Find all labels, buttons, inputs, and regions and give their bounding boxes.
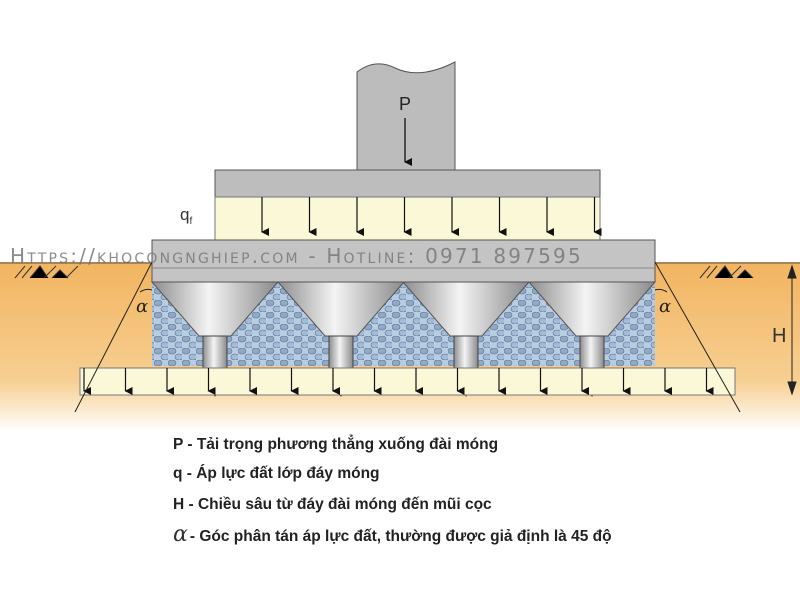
top-slab xyxy=(214,169,601,198)
legend-item-pressure: q - Áp lực đất lớp đáy móng xyxy=(173,465,380,482)
angle-arc-right xyxy=(654,288,668,293)
alpha-symbol: α xyxy=(173,522,188,547)
spread-line-right xyxy=(654,261,741,413)
pile-cone xyxy=(401,281,531,337)
legend-angle-text: - Góc phân tán áp lực đất, thường được g… xyxy=(189,528,612,545)
spread-line-left xyxy=(74,261,153,413)
angle-label-left: α xyxy=(136,296,148,317)
ground-hatch-left xyxy=(14,265,79,279)
pressure-zone-bottom xyxy=(79,367,736,396)
legend-item-load: P - Tải trọng phương thẳng xuống đài món… xyxy=(173,436,499,453)
legend-item-angle: α- Góc phân tán áp lực đất, thường được … xyxy=(173,522,612,547)
pressure-arrows-bottom xyxy=(83,368,714,395)
watermark: Https://khocongnghiep.com - Hotline: 097… xyxy=(10,244,583,268)
pile-cone xyxy=(276,281,406,337)
depth-dimension xyxy=(787,264,797,396)
legend-item-depth: H - Chiều sâu từ đáy đài móng đến mũi cọ… xyxy=(173,496,492,513)
pressure-arrows-top xyxy=(261,197,602,236)
column xyxy=(356,61,456,171)
angle-label-right: α xyxy=(659,296,671,317)
pile-cone xyxy=(527,281,657,337)
piles xyxy=(150,281,657,397)
depth-label: H xyxy=(772,325,786,347)
pressure-label: qf xyxy=(180,205,192,227)
load-label: P xyxy=(399,94,411,114)
pile-cone xyxy=(150,281,280,337)
ground-hatch-right xyxy=(699,265,754,279)
pressure-zone-top xyxy=(214,196,601,241)
pile-cap xyxy=(151,239,656,283)
angle-arc-left xyxy=(139,288,153,293)
